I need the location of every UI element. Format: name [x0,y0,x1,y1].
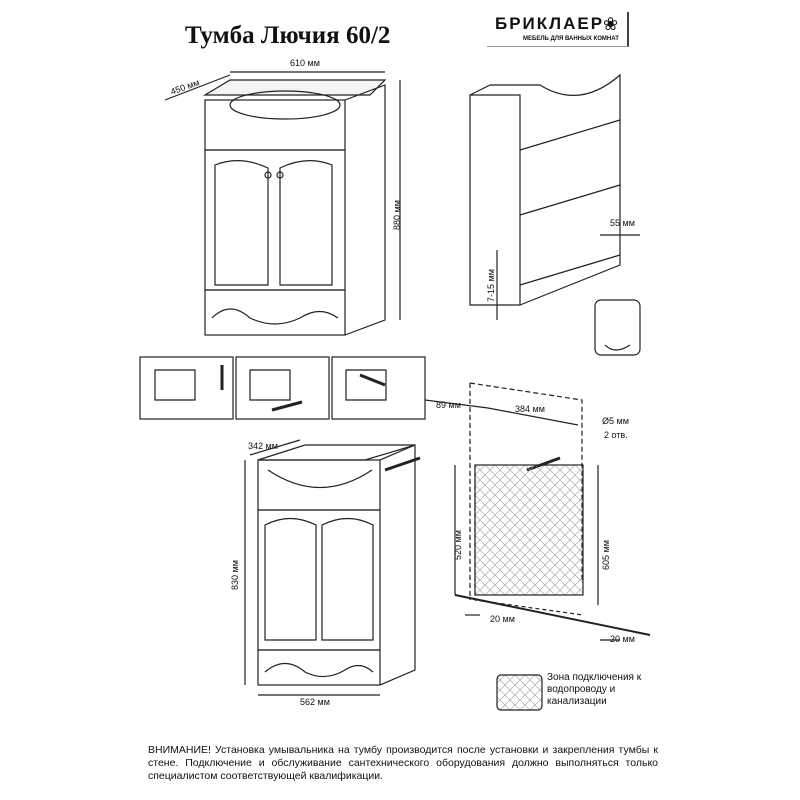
page-title: Тумба Лючия 60/2 [185,22,391,49]
logo-brand: БРИКЛАЕР [495,14,605,33]
rose-icon: ❀ [603,14,619,34]
dim-shelf-gap: 55 мм [610,218,635,228]
dim-width-bottom: 562 мм [300,697,330,707]
dim-hole-offset: 89 мм [436,400,461,410]
legend-swatch [496,674,543,711]
cabinet-front-view [164,71,401,336]
dim-zone-right-offset: 20 мм [610,634,635,644]
logo-tagline: МЕБЕЛЬ ДЛЯ ВАННЫХ КОМНАТ [523,36,619,42]
dim-hole-count: 2 отв. [604,430,628,440]
dim-hole-spacing: 384 мм [515,404,545,414]
dim-zone-height: 520 мм [453,530,463,560]
dim-height-bottom: 830 мм [230,560,240,590]
dim-zone-total-height: 605 мм [601,540,611,570]
brand-logo: БРИКЛАЕР ❀ МЕБЕЛЬ ДЛЯ ВАННЫХ КОМНАТ [487,12,629,47]
legend-label: Зона подключения к водопроводу и канализ… [547,672,642,707]
cabinet-interior-view [469,73,641,356]
dim-leg-adjust: 7-15 мм [486,269,496,302]
hinge-adjustment-steps [139,356,426,420]
connection-zone-diagram [424,382,651,641]
cabinet-mounting-view [244,439,561,696]
dim-depth-bottom: 342 мм [248,441,278,451]
dim-width-top: 610 мм [290,58,320,68]
warning-text: ВНИМАНИЕ! Установка умывальника на тумбу… [148,744,658,782]
dim-height-top: 880 мм [392,200,402,230]
dim-zone-left-offset: 20 мм [490,614,515,624]
dim-hole-diameter: Ø5 мм [602,416,629,426]
